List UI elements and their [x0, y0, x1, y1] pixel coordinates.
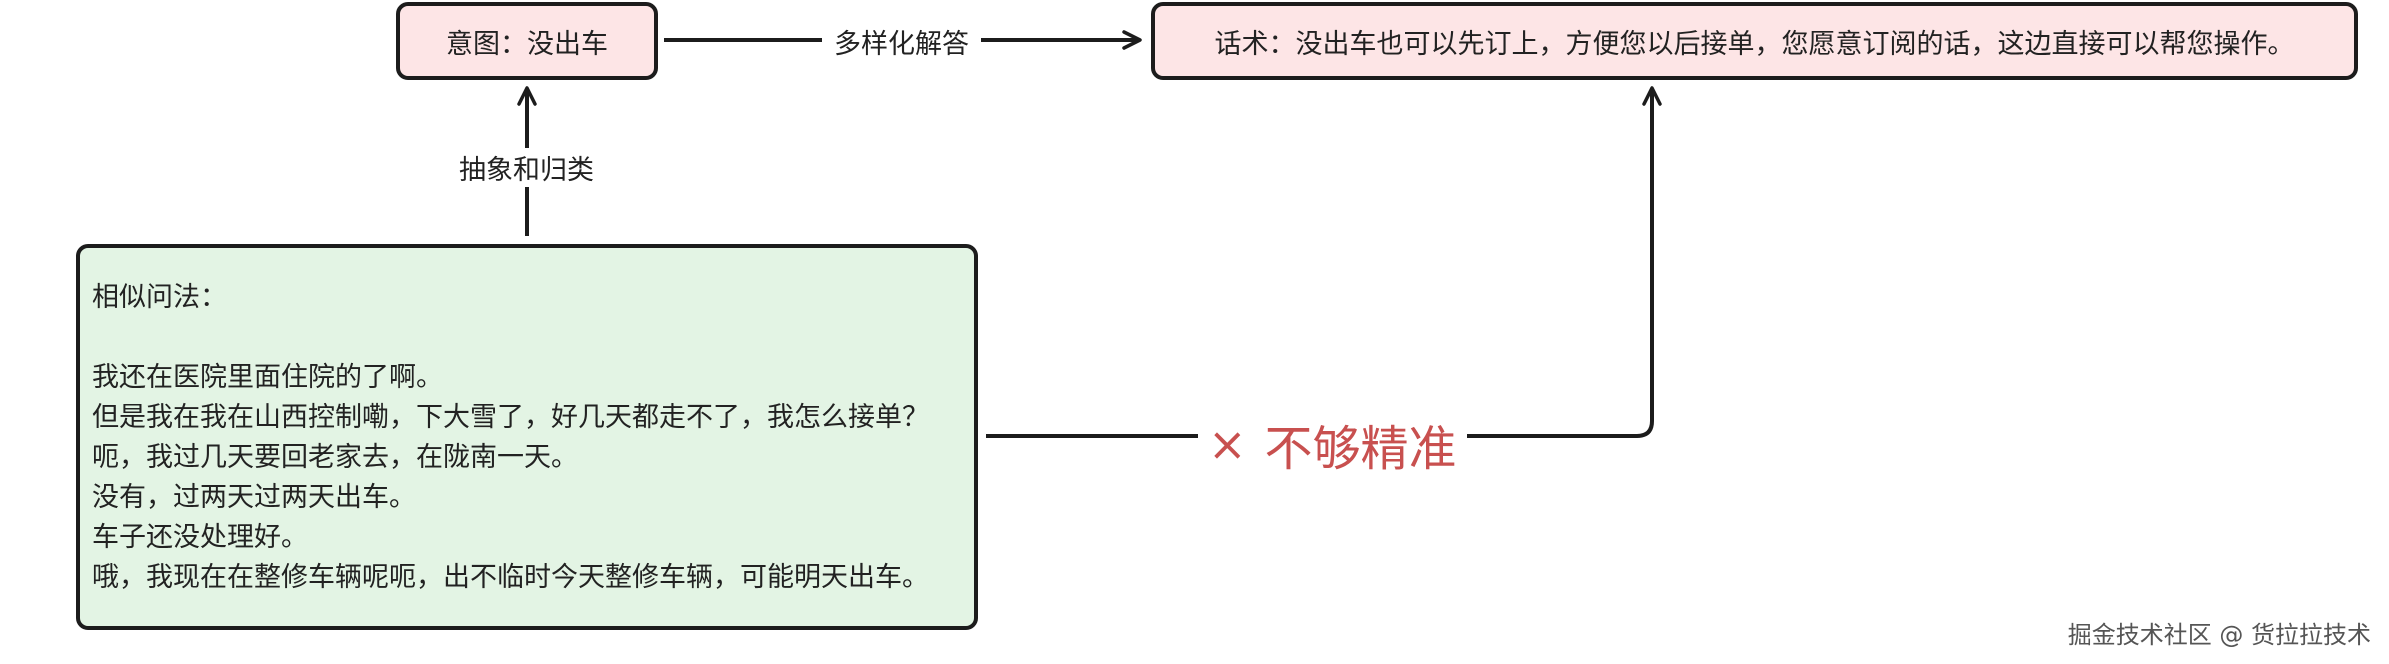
blank-line — [92, 318, 974, 358]
script-node-label: 话术：没出车也可以先订上，方便您以后接单，您愿意订阅的话，这边直接可以帮您操作。 — [1214, 28, 2295, 60]
similar-question-item: 没有，过两天过两天出车。 — [92, 482, 416, 513]
similar-question-item: 但是我在我在山西控制嘞，下大雪了，好几天都走不了，我怎么接单？ — [92, 402, 929, 433]
similar-questions-title: 相似问法： — [92, 282, 227, 313]
edge-label-diverse-answers: 多样化解答 — [822, 22, 981, 61]
edge-label-imprecise: × 不够精准 — [1198, 409, 1467, 479]
intent-node-label: 意图：没出车 — [446, 28, 608, 60]
watermark: 掘金技术社区 @ 货拉拉技术 — [2067, 621, 2371, 649]
intent-node: 意图：没出车 — [396, 2, 658, 80]
arrow-similar-to-script — [986, 86, 1662, 438]
similar-question-item: 呃，我过几天要回老家去，在陇南一天。 — [92, 442, 578, 473]
similar-question-item: 哦，我现在在整修车辆呢呃，出不临时今天整修车辆，可能明天出车。 — [92, 562, 929, 593]
edge-label-imprecise-text: 不够精准 — [1264, 421, 1457, 477]
script-node: 话术：没出车也可以先订上，方便您以后接单，您愿意订阅的话，这边直接可以帮您操作。 — [1151, 2, 2358, 80]
similar-question-item: 我还在医院里面住院的了啊。 — [92, 362, 443, 393]
edge-label-abstract-classify: 抽象和归类 — [455, 148, 598, 187]
similar-questions-node: 相似问法： 我还在医院里面住院的了啊。 但是我在我在山西控制嘞，下大雪了，好几天… — [76, 244, 978, 630]
similar-question-item: 车子还没处理好。 — [92, 522, 308, 553]
cross-icon: × — [1208, 417, 1247, 471]
